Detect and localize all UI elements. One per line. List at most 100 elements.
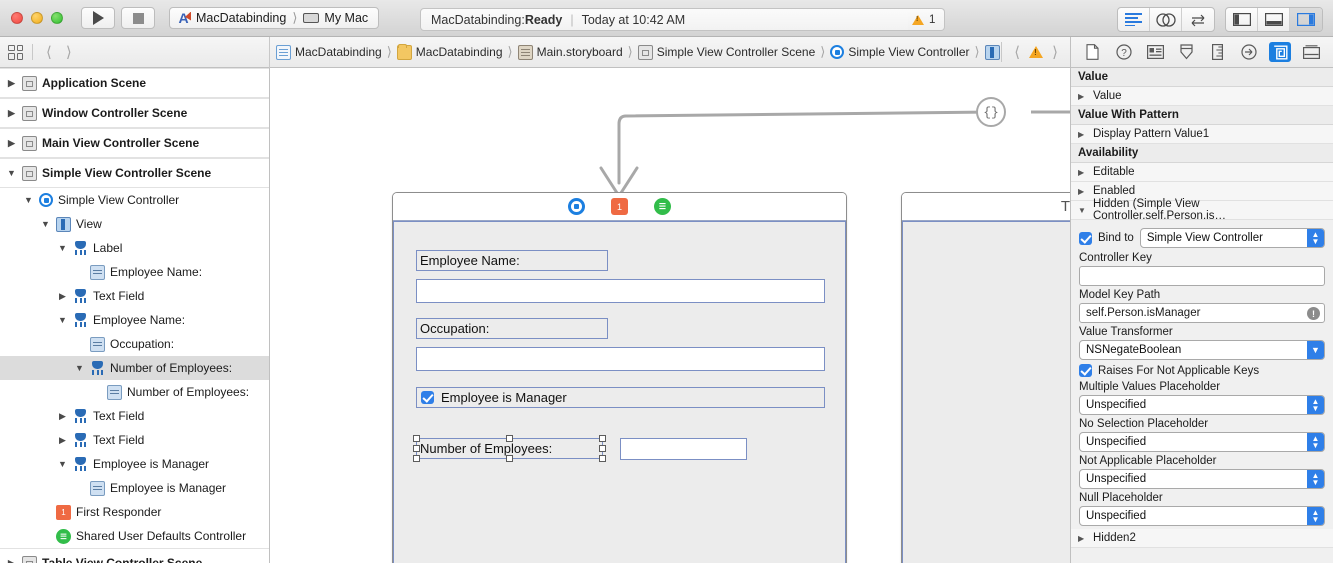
navigator-row-5[interactable]: View (0, 212, 269, 236)
bindings-inspector-icon[interactable] (1269, 42, 1292, 62)
bind-to-checkbox[interactable] (1079, 231, 1092, 245)
employee-is-manager-checkbox[interactable]: Employee is Manager (416, 387, 825, 408)
inspector-binding-row-2-2[interactable]: Hidden (Simple View Controller.self.Pers… (1071, 198, 1333, 222)
disclosure-triangle[interactable] (1078, 206, 1087, 215)
zoom-window-button[interactable] (51, 12, 63, 24)
inspector-binding-row-2-0[interactable]: Editable (1071, 163, 1333, 182)
navigator-row-11[interactable]: Number of Employees: (0, 356, 269, 380)
run-button[interactable] (81, 7, 115, 29)
disclosure-triangle[interactable] (57, 243, 68, 253)
raises-for-not-applicable-row[interactable]: Raises For Not Applicable Keys (1079, 364, 1325, 377)
disclosure-triangle[interactable] (40, 219, 51, 229)
disclosure-triangle[interactable] (6, 108, 17, 119)
model-key-path-input[interactable]: self.Person.isManager ! (1079, 303, 1325, 323)
navigator-row-8[interactable]: Text Field (0, 284, 269, 308)
chevron-right-icon[interactable] (1078, 534, 1087, 543)
resize-handle-bc[interactable] (506, 455, 513, 462)
bind-to-row[interactable]: Bind to Simple View Controller ▲▼ (1079, 228, 1325, 248)
info-icon[interactable]: ! (1307, 307, 1320, 320)
scene-view-body[interactable]: Employee Name: Occupation: Employee is M… (393, 221, 846, 563)
warning-triangle-icon[interactable] (1029, 46, 1044, 58)
resize-handle-mr[interactable] (599, 445, 606, 452)
toggle-navigator-button[interactable] (1226, 8, 1258, 31)
navigator-row-6[interactable]: Label (0, 236, 269, 260)
close-window-button[interactable] (11, 12, 23, 24)
navigator-row-16[interactable]: Employee is Manager (0, 476, 269, 500)
number-of-employees-text-field[interactable] (620, 438, 747, 460)
view-controller-icon[interactable] (568, 198, 585, 215)
disclosure-triangle[interactable] (6, 558, 17, 563)
navigator-row-7[interactable]: Employee Name: (0, 260, 269, 284)
navigator-row-13[interactable]: Text Field (0, 404, 269, 428)
navigator-row-19[interactable]: Table View Controller Scene (0, 548, 269, 563)
breadcrumb-item-2[interactable]: Main.storyboard (517, 44, 623, 60)
version-editor-button[interactable] (1182, 8, 1214, 31)
navigator-row-15[interactable]: Employee is Manager (0, 452, 269, 476)
inspector-binding-row-2-1[interactable]: Enabled (1071, 182, 1333, 201)
navigator-row-1[interactable]: Window Controller Scene (0, 98, 269, 128)
occupation-text-field[interactable] (416, 347, 825, 371)
hidden2-row[interactable]: Hidden2 (1071, 529, 1333, 548)
navigator-row-18[interactable]: ☰Shared User Defaults Controller (0, 524, 269, 548)
size-inspector-icon[interactable] (1207, 42, 1229, 62)
navigator-row-4[interactable]: Simple View Controller (0, 188, 269, 212)
disclosure-triangle[interactable] (57, 291, 68, 302)
simple-view-controller-scene-card[interactable]: 1 ☰ Employee Name: Occupation: Employee … (392, 192, 847, 563)
scheme-selector[interactable]: A MacDatabinding ⟩ My Mac (169, 7, 380, 29)
bind-to-popup[interactable]: Simple View Controller ▲▼ (1139, 228, 1325, 248)
employee-name-text-field[interactable] (416, 279, 825, 303)
table-view-controller-scene-card[interactable]: T (901, 192, 1070, 563)
binding-badge-label[interactable]: {} (983, 104, 999, 120)
disclosure-triangle[interactable] (1078, 92, 1087, 101)
navigator-row-14[interactable]: Text Field (0, 428, 269, 452)
back-button[interactable]: ⟨ (46, 44, 52, 61)
breadcrumb-item-5[interactable]: View (984, 44, 1002, 60)
issues-badge[interactable]: 1 (908, 8, 946, 31)
attributes-inspector-icon[interactable] (1175, 42, 1197, 62)
previous-issue-button[interactable]: ⟨ (1014, 44, 1021, 61)
resize-handle-br[interactable] (599, 455, 606, 462)
breadcrumb-item-0[interactable]: MacDatabinding (276, 44, 382, 60)
toggle-utilities-button[interactable] (1290, 8, 1322, 31)
disclosure-triangle[interactable] (57, 459, 68, 469)
resize-handle-tr[interactable] (599, 435, 606, 442)
resize-handle-tl[interactable] (413, 435, 420, 442)
stop-button[interactable] (121, 7, 155, 29)
disclosure-triangle[interactable] (1078, 187, 1087, 196)
forward-button[interactable]: ⟩ (65, 44, 72, 61)
disclosure-triangle[interactable] (6, 138, 17, 149)
panel-toggle-segmented-control[interactable] (1225, 7, 1323, 32)
editor-mode-segmented-control[interactable] (1117, 7, 1215, 32)
first-responder-icon[interactable]: 1 (611, 198, 628, 215)
bindings-inspector[interactable]: ValueValueValue With PatternDisplay Patt… (1070, 68, 1333, 563)
assistant-editor-button[interactable] (1150, 8, 1182, 31)
navigator-row-12[interactable]: Number of Employees: (0, 380, 269, 404)
inspector-binding-row-1-0[interactable]: Display Pattern Value1 (1071, 125, 1333, 144)
disclosure-triangle[interactable] (6, 78, 17, 89)
value-transformer-combobox[interactable]: NSNegateBoolean ▼ (1079, 340, 1325, 360)
breadcrumb-item-1[interactable]: MacDatabinding (396, 44, 503, 60)
placeholder-combobox-2[interactable]: Unspecified▲▼ (1079, 469, 1325, 489)
occupation-label[interactable]: Occupation: (416, 318, 608, 339)
navigator-row-2[interactable]: Main View Controller Scene (0, 128, 269, 158)
placeholder-combobox-1[interactable]: Unspecified▲▼ (1079, 432, 1325, 452)
quick-help-icon[interactable]: ? (1113, 42, 1135, 62)
disclosure-triangle[interactable] (57, 315, 68, 325)
raises-checkbox[interactable] (1079, 364, 1092, 377)
library-icon[interactable] (1300, 42, 1322, 62)
toggle-debug-area-button[interactable] (1258, 8, 1290, 31)
navigator-row-9[interactable]: Employee Name: (0, 308, 269, 332)
placeholder-combobox-0[interactable]: Unspecified▲▼ (1079, 395, 1325, 415)
next-issue-button[interactable]: ⟩ (1052, 44, 1058, 61)
placeholder-combobox-3[interactable]: Unspecified▲▼ (1079, 506, 1325, 526)
activity-status-bar[interactable]: MacDatabinding: Ready | Today at 10:42 A… (420, 8, 920, 31)
disclosure-triangle[interactable] (57, 435, 68, 446)
disclosure-triangle[interactable] (6, 168, 17, 178)
disclosure-triangle[interactable] (23, 195, 34, 205)
breadcrumb-item-4[interactable]: Simple View Controller (830, 45, 970, 59)
identity-inspector-icon[interactable] (1144, 42, 1166, 62)
controller-key-input[interactable] (1079, 266, 1325, 286)
resize-handle-ml[interactable] (413, 445, 420, 452)
connections-inspector-icon[interactable] (1238, 42, 1260, 62)
